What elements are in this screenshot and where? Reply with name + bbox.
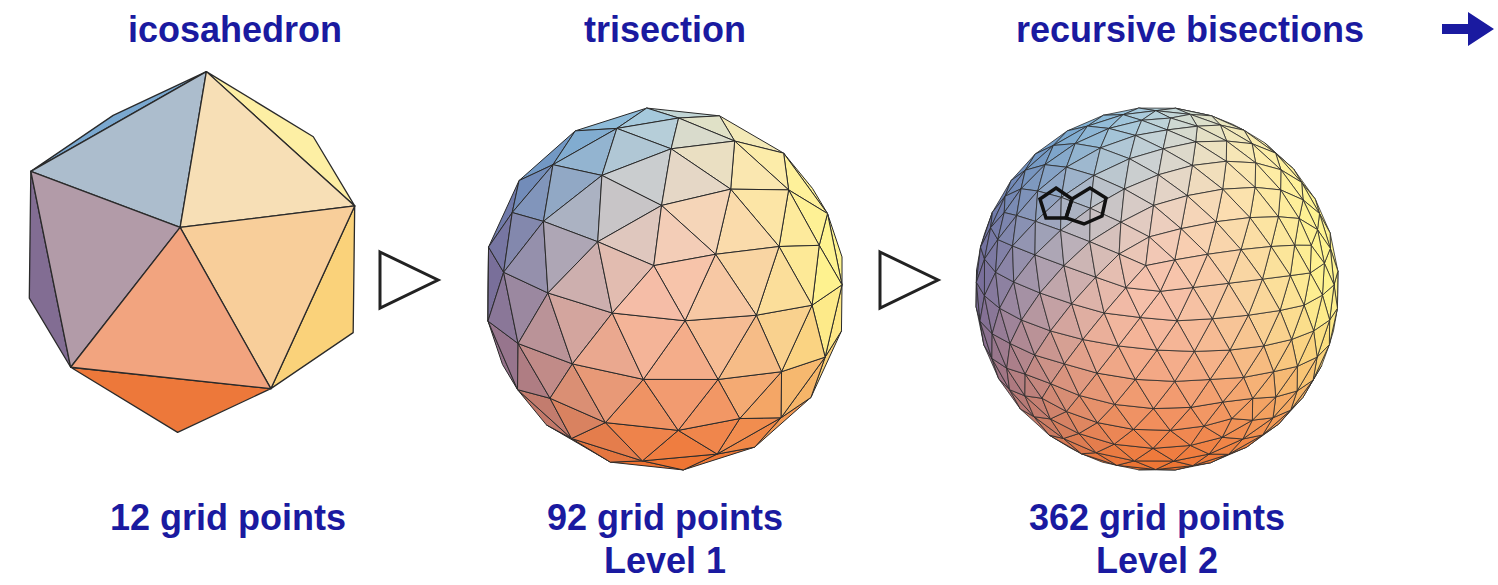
- hexagon-cell: [1066, 188, 1106, 224]
- facet: [1013, 221, 1036, 254]
- facet: [504, 221, 548, 293]
- step-caption: Level 1: [604, 541, 726, 581]
- step-caption: 12 grid points: [110, 498, 346, 538]
- facet: [731, 141, 789, 190]
- facet: [1256, 163, 1281, 190]
- continue-arrow: [1442, 12, 1494, 46]
- facet: [1154, 407, 1191, 430]
- facet: [1126, 266, 1160, 292]
- facet: [1118, 346, 1157, 379]
- facet: [1134, 461, 1173, 470]
- facet: [1140, 317, 1177, 350]
- facet: [1252, 397, 1275, 420]
- facet: [1126, 288, 1160, 318]
- facet: [1135, 379, 1174, 408]
- facet: [1226, 141, 1255, 163]
- facet: [996, 246, 1014, 282]
- facet: [1133, 429, 1170, 448]
- facet: [1278, 190, 1299, 219]
- facet: [1255, 163, 1281, 190]
- facet: [1175, 379, 1210, 407]
- facet: [1227, 141, 1256, 163]
- facet: [1310, 245, 1324, 273]
- step-arrow: [380, 252, 438, 308]
- facet: [1223, 161, 1255, 189]
- step-caption: 362 grid points: [1029, 498, 1285, 538]
- facet: [1252, 397, 1275, 420]
- level1-sphere: [488, 108, 842, 470]
- step-arrow: [880, 252, 938, 308]
- step-caption: Level 2: [1096, 541, 1218, 581]
- facet: [1035, 230, 1064, 265]
- step-heading: icosahedron: [128, 10, 342, 50]
- facet: [612, 313, 685, 379]
- step-heading: trisection: [584, 10, 746, 50]
- level2-sphere: [976, 108, 1338, 470]
- facet: [1104, 313, 1140, 346]
- facet: [1157, 350, 1194, 381]
- step-heading: recursive bisections: [1016, 10, 1364, 50]
- step-caption: 92 grid points: [547, 498, 783, 538]
- facet: [71, 227, 271, 388]
- facet: [1196, 126, 1227, 142]
- icosahedron-figure: [29, 72, 354, 433]
- facet: [180, 72, 355, 228]
- facet: [643, 379, 718, 430]
- facet: [976, 259, 984, 296]
- facet: [612, 266, 685, 321]
